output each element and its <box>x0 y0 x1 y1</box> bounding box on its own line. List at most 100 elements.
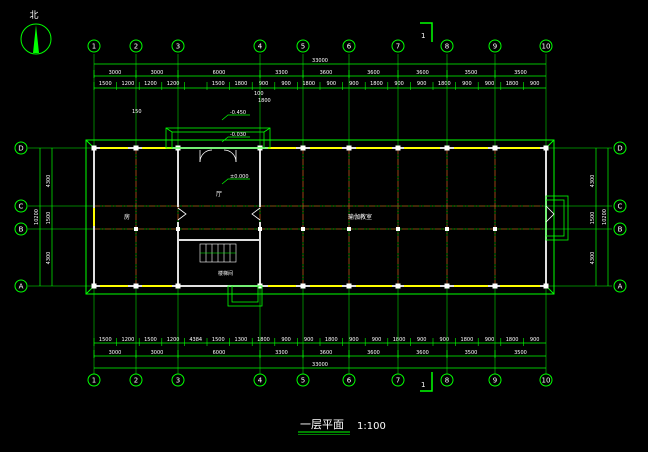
dim-piece-top: 900 <box>259 81 269 87</box>
column-axis-top-bubble <box>171 39 185 53</box>
dim-piece-bottom: 900 <box>349 337 359 343</box>
row-axis-left-label: D <box>18 145 23 153</box>
dimension-lines-sides <box>39 148 609 286</box>
room-label-hall: 厅 <box>216 191 222 198</box>
dim-span-top: 3000 <box>151 70 164 76</box>
dim-piece-bottom: 1300 <box>235 337 248 343</box>
north-label: 北 <box>29 10 38 21</box>
column-axis-top-bubble <box>488 39 502 53</box>
dim-piece-top: 1500 <box>99 81 112 87</box>
column-axis-top-label: 8 <box>445 43 449 51</box>
column <box>396 227 400 231</box>
dim-span-top: 3000 <box>109 70 122 76</box>
column-axis-bottom-label: 10 <box>542 377 551 385</box>
section-mark-bottom: 1 <box>420 372 433 392</box>
dim-piece-bottom: 4384 <box>189 337 202 343</box>
dim-piece-top: 900 <box>485 81 495 87</box>
column-axis-top-label: 3 <box>176 43 180 51</box>
column-axis-top-label: 9 <box>493 43 497 51</box>
column <box>133 283 139 289</box>
column-axis-bottom-label: 6 <box>347 377 352 385</box>
dim-piece-top: 900 <box>281 81 291 87</box>
dim-piece-bottom: 900 <box>304 337 314 343</box>
walls <box>93 147 547 287</box>
column-axis-top-label: 4 <box>258 43 263 51</box>
dim-misc: 150 <box>132 109 142 115</box>
dim-piece-bottom: 900 <box>485 337 495 343</box>
column <box>395 145 401 151</box>
row-axis-left-bubble <box>14 141 28 155</box>
dim-total-top: 33000 <box>312 58 328 64</box>
column <box>444 283 450 289</box>
dim-span-bottom: 3300 <box>275 350 288 356</box>
column <box>91 145 97 151</box>
column <box>258 227 262 231</box>
dim-piece-bottom: 1800 <box>506 337 519 343</box>
column-axis-top-bubble <box>342 39 356 53</box>
column-axis-bottom-label: 1 <box>92 377 96 385</box>
entrance-doors <box>177 149 261 221</box>
dim-piece-bottom: 900 <box>530 337 540 343</box>
column <box>543 145 549 151</box>
dim-piece-bottom: 1200 <box>122 337 135 343</box>
column-axis-top-bubble <box>539 39 553 53</box>
column-axis-bottom-label: 5 <box>301 377 305 385</box>
column-axis-top-bubble <box>391 39 405 53</box>
column <box>346 145 352 151</box>
column <box>543 283 549 289</box>
dim-piece-bottom: 900 <box>440 337 450 343</box>
row-axis-right-bubble <box>613 222 627 236</box>
column-axis-top-bubble <box>296 39 310 53</box>
dim-left-span: 4300 <box>46 175 52 188</box>
dim-span-top: 3500 <box>465 70 478 76</box>
column-axis-bottom-label: 7 <box>396 377 400 385</box>
column <box>347 227 351 231</box>
title-text: 一层平面 <box>300 418 344 431</box>
room-label-stair: 楼梯间 <box>218 270 233 277</box>
row-axis-right-label: B <box>618 226 623 234</box>
dim-piece-bottom: 900 <box>372 337 382 343</box>
dim-piece-top: 1200 <box>122 81 135 87</box>
column-axis-bottom-label: 4 <box>258 377 263 385</box>
dim-piece-bottom: 1800 <box>393 337 406 343</box>
row-axis-left-bubble <box>14 222 28 236</box>
dim-piece-bottom: 900 <box>281 337 291 343</box>
north-arrow-icon <box>33 25 39 53</box>
column <box>444 145 450 151</box>
room-label-main: 瑜伽教室 <box>348 213 372 221</box>
entrance-steps-right <box>545 195 569 241</box>
column-axis-top-bubble <box>253 39 267 53</box>
column <box>445 227 449 231</box>
dim-piece-top: 1800 <box>235 81 248 87</box>
dim-left-total: 10200 <box>34 209 40 225</box>
column <box>176 227 180 231</box>
structural-columns <box>91 145 549 289</box>
column-axis-top-label: 10 <box>542 43 551 51</box>
column-axis-top-label: 5 <box>301 43 305 51</box>
row-axis-right-label: D <box>617 145 622 153</box>
column <box>395 283 401 289</box>
column-axis-bottom-label: 8 <box>445 377 449 385</box>
dim-span-top: 3600 <box>320 70 333 76</box>
staircase <box>199 243 237 263</box>
row-axis-left-label: B <box>19 226 24 234</box>
dim-piece-bottom: 1800 <box>325 337 338 343</box>
column-axis-top-bubble <box>440 39 454 53</box>
column <box>346 283 352 289</box>
dim-span-bottom: 6000 <box>213 350 226 356</box>
dim-right-span: 1500 <box>590 212 596 225</box>
column <box>493 227 497 231</box>
column <box>175 283 181 289</box>
dim-piece-top: 900 <box>530 81 540 87</box>
row-axis-right-bubble <box>613 279 627 293</box>
row-axis-left-label: A <box>19 283 24 291</box>
column <box>301 227 305 231</box>
dim-piece-top: 1500 <box>212 81 225 87</box>
dim-piece-bottom: 1200 <box>167 337 180 343</box>
